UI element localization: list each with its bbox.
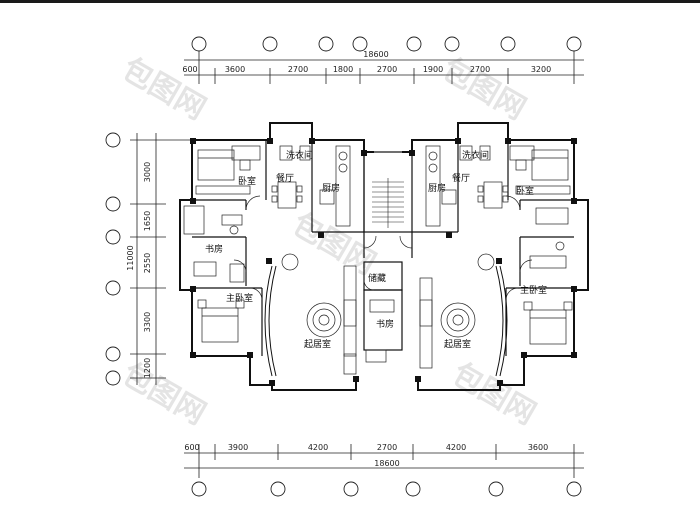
left-dim-seg: 3300 [143,312,152,332]
bottom-dim-seg: 4200 [308,443,328,452]
axis-bubble [500,36,516,52]
watermark-text: 包图网 [436,52,531,127]
room-label-left-dining: 餐厅 [276,172,294,184]
furniture-left [183,145,395,375]
top-dim-seg: 2700 [377,65,397,74]
kitchen-counter [335,145,351,227]
dining-table [483,181,503,209]
axis-bubble [406,36,422,52]
top-dim-seg: 2700 [470,65,490,74]
axis-bubble [105,132,121,148]
door-swings [233,195,533,301]
room-label-left-closet: 洗衣间 [286,149,313,161]
rug [306,302,342,338]
top-total-dimension: 18600 [363,50,388,59]
watermark-text: 包图网 [446,357,541,432]
left-axis-bubbles [105,132,121,386]
dining-table [277,181,297,209]
sofa [419,277,433,369]
bed [197,149,235,181]
room-labels: 洗衣间 洗衣间 餐厅 餐厅 厨房 厨房 卧室 卧室 书房 储藏 书房 主卧室 主… [205,149,547,350]
bottom-axis-bubbles [191,481,582,497]
axis-bubble [343,481,359,497]
top-dim-seg: 1800 [333,65,353,74]
axis-bubble [262,36,278,52]
left-total-dimension: 11000 [126,245,135,270]
plant [281,253,299,271]
bay-windows [264,265,508,377]
watermark-text: 包图网 [116,52,211,127]
room-label-left-study: 书房 [205,243,223,255]
room-label-left-master: 主卧室 [226,292,253,304]
axis-bubble [318,36,334,52]
axis-bubble [105,370,121,386]
bottom-dim-seg: 4200 [446,443,466,452]
room-label-left-living: 起居室 [304,338,331,350]
bottom-total-dimension: 18600 [374,459,399,468]
bottom-dim-seg: 2700 [377,443,397,452]
bottom-dim-seg: 3600 [528,443,548,452]
top-dim-seg: 2700 [288,65,308,74]
axis-bubble [105,280,121,296]
left-dimension-chain [130,133,190,385]
top-dim-seg: 3600 [225,65,245,74]
axis-bubble [270,481,286,497]
room-label-center-study: 书房 [376,318,394,330]
axis-bubble [191,36,207,52]
bottom-dimension-chain [184,444,584,478]
master-bed [201,307,239,343]
axis-bubble [105,346,121,362]
left-dim-seg: 2550 [143,253,152,273]
axis-bubble [566,36,582,52]
room-label-right-closet: 洗衣间 [462,149,489,161]
left-dim-seg: 3000 [143,162,152,182]
watermark-text: 包图网 [286,207,381,282]
stair-treads [372,178,404,228]
master-bed [529,309,567,345]
axis-bubble [444,36,460,52]
top-axis-bubbles [191,36,582,52]
interior-walls [192,140,574,356]
room-label-left-kitchen: 厨房 [322,182,340,194]
top-dim-seg: 1900 [423,65,443,74]
watermark-text: 包图网 [116,357,211,432]
bed [531,149,569,181]
axis-bubble [566,481,582,497]
axis-bubble [105,229,121,245]
room-label-right-master: 主卧室 [520,284,547,296]
kitchen-counter [425,145,441,227]
left-dim-seg: 1200 [143,358,152,378]
top-dim-seg: 600 [182,65,197,74]
bottom-dim-seg: 3900 [228,443,248,452]
room-label-right-kitchen: 厨房 [428,182,446,194]
study-desk [193,261,217,277]
top-dim-seg: 3200 [531,65,551,74]
axis-bubble [405,481,421,497]
axis-bubble [352,36,368,52]
axis-bubble [191,481,207,497]
left-dim-seg: 1650 [143,211,152,231]
furniture-right [419,145,573,369]
room-label-left-bedroom: 卧室 [238,175,256,187]
sofa [343,265,357,357]
room-label-right-bedroom: 卧室 [516,185,534,197]
room-label-storage: 储藏 [368,272,386,284]
axis-bubble [105,196,121,212]
room-label-right-living: 起居室 [444,338,471,350]
axis-bubble [488,481,504,497]
top-border-line [0,0,700,3]
rug [440,302,476,338]
top-dimension-chain [184,50,584,84]
plant [477,253,495,271]
bottom-dim-seg: 600 [184,443,199,452]
bathtub [183,205,205,235]
bathtub [535,207,569,225]
room-label-right-dining: 餐厅 [452,172,470,184]
